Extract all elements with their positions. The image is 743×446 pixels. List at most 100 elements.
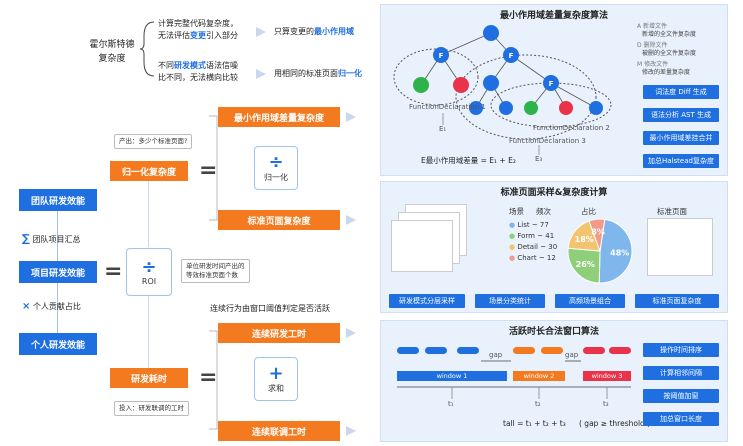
roi-callout: 单位研发时间产出的 等效标准页面个数 [181,259,250,283]
ast-root-node [483,25,499,41]
step-std-complexity[interactable]: 标准页面复杂度 [635,294,719,308]
panel-std-page: 标准页面采样&复杂度计算 场景频次 ● List ~ 77 ● Form ~ 4… [380,181,728,313]
ast-node-letter: F [509,52,514,60]
ast-added-node [413,77,429,93]
ast-node-letter: F [439,52,444,60]
sum-card: + 求和 [254,357,298,401]
ast-function-node-1 [433,47,449,63]
ast-added-leaf-node [524,101,538,115]
arrow-issue1 [256,27,266,37]
event-pill [541,347,563,354]
arrow-issue2 [256,69,266,79]
scene-table: 场景频次 ● List ~ 77 ● Form ~ 41 ● Detail ~ … [509,207,558,262]
ast-node [483,75,499,91]
window-2-bar [513,371,565,381]
step-lexical-diff[interactable]: 词法度 Diff 生成 [643,85,719,99]
min-scope-button[interactable]: 最小作用域差量复杂度 [218,107,340,127]
e3-label: E₃ [535,155,543,163]
std-page-preview [647,218,713,276]
step-sum-window[interactable]: 加总窗口长度 [643,412,719,426]
pie-slice-1 [567,247,601,284]
step-layered-sampling[interactable]: 研发模式分层采样 [389,294,465,308]
team-sum-row: ∑ 团队项目汇总 [22,232,81,245]
issue-2: 不同研发模式语法信噪 比不同，无法横向比较 [158,61,238,82]
window-1-label: window 1 [436,372,468,380]
project-efficiency-box: 项目研发效能 [19,261,97,283]
team-efficiency-box: 团队研发效能 [19,189,97,211]
event-pill [583,347,605,354]
duration-bracket [209,330,218,430]
multiply-icon: × [22,301,31,312]
arrow-dev-time [346,328,356,338]
equals-normalized: = [199,158,218,183]
solution-2: 用相同的标准页面归一化 [274,69,362,78]
roi-divide-symbol: ÷ [141,256,157,278]
panel1-title: 最小作用域差量复杂度算法 [499,11,608,21]
sum-icon: ∑ [22,232,30,245]
window-timeline [397,347,631,399]
event-pill [457,347,479,354]
arrow-std-page [346,215,356,225]
ast-leaf-node [499,101,513,115]
page-sample-stack [391,204,471,274]
step-ast-generate[interactable]: 语法分析 AST 生成 [643,108,719,122]
std-page-button[interactable]: 标准页面复杂度 [218,210,340,230]
step-sort-time[interactable]: 操作时间排序 [643,343,719,357]
gap-label-1: gap [489,351,503,359]
input-callout: 投入：研发联调的工时 [114,401,189,416]
scene-row: ● List ~ 77 [509,221,549,229]
panel2-title: 标准页面采样&复杂度计算 [500,188,608,198]
file-type-legend: A 新增文件 新增的全文件复杂度 D 删除文件 被删的全文件复杂度 M 修改文件… [637,23,697,76]
divide-symbol: ÷ [268,151,284,173]
normalize-card: ÷ 归一化 [254,146,298,190]
debug-time-button[interactable]: 连续联调工时 [218,421,340,441]
normalized-complexity-box: 归一化复杂度 [110,161,188,181]
sum-label: 求和 [268,383,284,393]
issue-1: 计算完整代码复杂度， 无法评估变更引入部分 [158,19,238,40]
time-formula: tall = t₁ + t₂ + t₃ [503,419,566,428]
step-scope-merge[interactable]: 最小作用域差挂合并 [643,131,719,145]
pie-label-0: 48% [610,249,629,258]
window-3-label: window 3 [591,372,623,380]
panel-active-window: 活跃时长合法窗口算法 gap gap window 1 window 2 win… [380,320,728,442]
connector-norm-roi [148,181,149,247]
arrow-min-scope [346,112,356,122]
delta-formula: E最小作用域差量 = E₁ + E₂ [421,156,516,165]
equals-duration: = [199,365,218,390]
event-pill [397,347,419,354]
step-scene-combine[interactable]: 高频场景组合 [555,294,625,308]
t1-label: t₁ [448,400,454,408]
window-rule-text: 连续行为由窗口阈值判定是否活跃 [210,304,330,313]
halstead-label: 霍尔斯特德复杂度 [89,40,135,64]
connector-project-personal [57,283,58,333]
ast-function-node-2 [543,75,559,91]
dev-time-button[interactable]: 连续研发工时 [218,323,340,343]
pie-slice-3 [588,218,606,252]
dev-duration-box: 研发耗时 [110,368,188,388]
event-pill [609,347,631,354]
step-threshold-window[interactable]: 按阈值加窗 [643,389,719,403]
gap-condition: ( gap ≥ threshold ) [579,419,651,428]
scene-row: ● Form ~ 41 [509,232,555,240]
pie-label-3: 8% [591,227,605,236]
step-calc-gap[interactable]: 计算相邻间隔 [643,366,719,380]
connector-roi-time [148,296,149,368]
normalize-bracket [209,115,218,221]
ast-function-node-3 [503,47,519,63]
window-3-bar [583,371,631,381]
event-pill [425,347,447,354]
step-halstead-sum[interactable]: 加总Halstead复杂度 [643,154,719,168]
ast-removed-node [453,77,469,93]
pie-label-1: 26% [576,260,595,269]
ast-leaf-node [589,101,603,115]
scene-row: ● Chart ~ 12 [509,254,556,262]
step-scene-stats[interactable]: 场景分类统计 [475,294,545,308]
window-1-bar [397,371,507,381]
ast-leaf-node [469,101,483,115]
window-2-label: window 2 [523,372,555,380]
std-page-header: 标准页面 [657,207,687,216]
share-header: 占比 [581,207,596,216]
pie-slice-0 [598,218,633,284]
ast-node-letter: F [549,80,554,88]
pie-label-2: 18% [575,235,594,244]
